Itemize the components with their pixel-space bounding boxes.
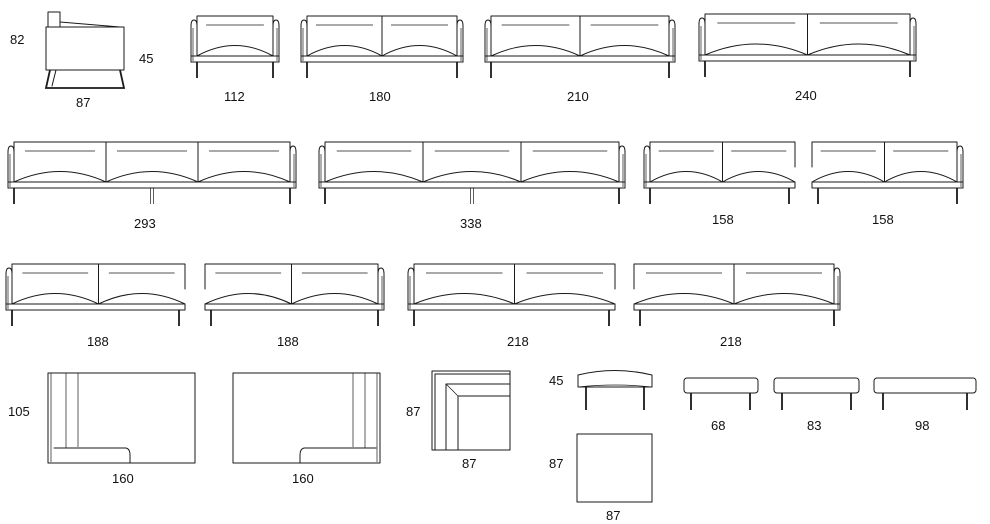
sofa-210-width-label: 210 bbox=[567, 89, 589, 104]
sofa-180-width-label: 180 bbox=[369, 89, 391, 104]
sofa-158-left bbox=[643, 141, 796, 204]
sofa-188-right-width-label: 188 bbox=[277, 334, 299, 349]
sofa-188-left bbox=[5, 263, 186, 326]
sofa-210 bbox=[484, 15, 676, 78]
bench-98 bbox=[873, 377, 977, 410]
ottoman-height-label: 45 bbox=[549, 373, 563, 388]
chaise-longue-left-plan bbox=[47, 372, 196, 464]
sofa-158-right bbox=[811, 141, 964, 204]
sofa-112 bbox=[190, 15, 280, 78]
sofa-188-right bbox=[204, 263, 385, 326]
side-view-drawing bbox=[44, 11, 126, 89]
chaise-longue-right-width-label: 160 bbox=[292, 471, 314, 486]
sofa-218-right-width-label: 218 bbox=[720, 334, 742, 349]
chaise-longue-depth-label: 105 bbox=[8, 404, 30, 419]
side-view-seat-height-label: 45 bbox=[139, 51, 153, 66]
sofa-158-left-width-label: 158 bbox=[712, 212, 734, 227]
bench-68 bbox=[683, 377, 759, 410]
bench-98-width-label: 98 bbox=[915, 418, 929, 433]
sofa-180 bbox=[300, 15, 464, 78]
sofa-240 bbox=[698, 13, 917, 77]
side-view-depth-label: 87 bbox=[76, 95, 90, 110]
corner-module-width-label: 87 bbox=[462, 456, 476, 471]
ottoman-plan bbox=[576, 433, 653, 503]
corner-module-plan bbox=[431, 370, 511, 451]
ottoman-front-view bbox=[577, 370, 653, 410]
sofa-293-width-label: 293 bbox=[134, 216, 156, 231]
sofa-112-width-label: 112 bbox=[224, 89, 245, 104]
sofa-218-right bbox=[633, 263, 841, 326]
sofa-240-width-label: 240 bbox=[795, 88, 817, 103]
ottoman-plan-width-label: 87 bbox=[606, 508, 620, 523]
sofa-338 bbox=[318, 141, 626, 204]
chaise-longue-left-width-label: 160 bbox=[112, 471, 134, 486]
sofa-158-right-width-label: 158 bbox=[872, 212, 894, 227]
side-view-height-label: 82 bbox=[10, 32, 24, 47]
sofa-218-left-width-label: 218 bbox=[507, 334, 529, 349]
bench-68-width-label: 68 bbox=[711, 418, 725, 433]
sofa-338-width-label: 338 bbox=[460, 216, 482, 231]
chaise-longue-right-plan bbox=[232, 372, 381, 464]
ottoman-plan-height-label: 87 bbox=[549, 456, 563, 471]
bench-83-width-label: 83 bbox=[807, 418, 821, 433]
corner-module-height-label: 87 bbox=[406, 404, 420, 419]
sofa-188-left-width-label: 188 bbox=[87, 334, 109, 349]
sofa-218-left bbox=[407, 263, 616, 326]
sofa-293 bbox=[7, 141, 297, 204]
bench-83 bbox=[773, 377, 860, 410]
